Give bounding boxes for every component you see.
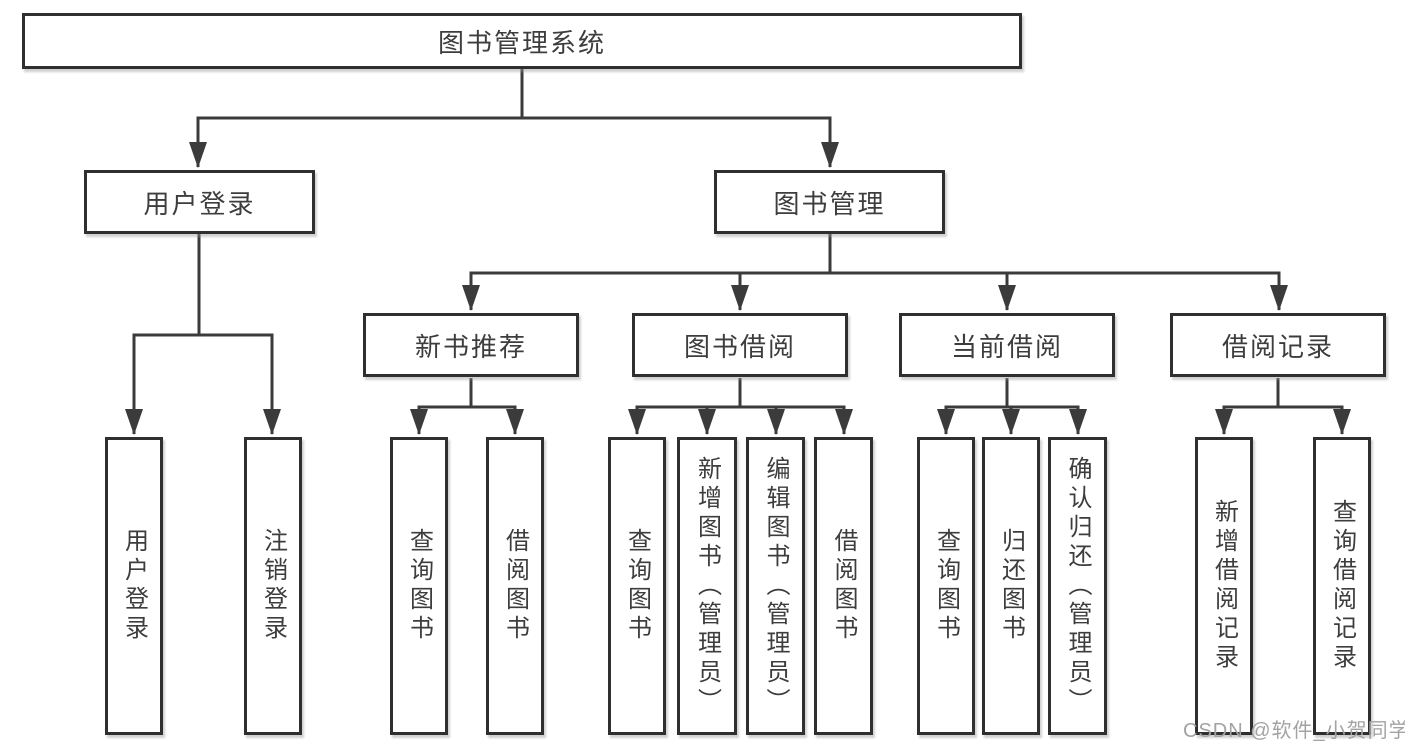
leaf-logout: 注销登录 [244, 437, 302, 735]
leaf-add-borrow-record: 新增借阅记录 [1195, 437, 1253, 735]
node-new-book-recommend: 新书推荐 [363, 313, 579, 377]
node-user-login-branch: 用户登录 [84, 170, 315, 234]
leaf-return-book: 归还图书 [982, 437, 1040, 735]
leaf-query-books-1: 查询图书 [390, 437, 448, 735]
leaf-borrow-books-1: 借阅图书 [486, 437, 544, 735]
leaf-confirm-return-admin: 确认归还（管理员） [1048, 437, 1107, 735]
leaf-user-login: 用户登录 [105, 437, 163, 735]
node-borrow-records: 借阅记录 [1170, 313, 1386, 377]
leaf-edit-book-admin: 编辑图书（管理员） [746, 437, 805, 735]
csdn-watermark: CSDN @软件_小贺同学 [1183, 720, 1405, 742]
leaf-add-book-admin: 新增图书（管理员） [677, 437, 737, 735]
leaf-query-borrow-record: 查询借阅记录 [1313, 437, 1371, 735]
leaf-borrow-books-2: 借阅图书 [814, 437, 873, 735]
leaf-query-books-3: 查询图书 [917, 437, 975, 735]
node-book-borrow: 图书借阅 [632, 313, 848, 377]
node-library-system: 图书管理系统 [22, 13, 1022, 69]
connector-group [125, 69, 1351, 435]
node-current-borrow: 当前借阅 [899, 313, 1115, 377]
leaf-query-books-2: 查询图书 [608, 437, 666, 735]
node-book-management: 图书管理 [714, 170, 945, 234]
